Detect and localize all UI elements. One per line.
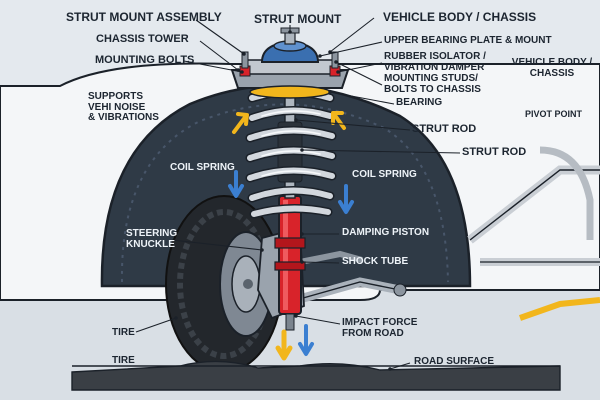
label-coil-spring-left: COIL SPRING bbox=[170, 162, 235, 173]
strut-mount bbox=[230, 27, 350, 99]
label-bearing: BEARING bbox=[396, 97, 443, 108]
label-rubber-isolator: RUBBER ISOLATOR / VIBRATION DAMPER bbox=[384, 51, 486, 73]
label-steering-knuckle-line2: KNUCKLE bbox=[126, 238, 175, 250]
label-tire-lower: TIRE bbox=[112, 355, 135, 366]
label-mounting-studs: MOUNTING STUDS/ BOLTS TO CHASSIS bbox=[384, 73, 481, 95]
tire bbox=[165, 195, 283, 373]
label-rubber-isolator-line2: VIBRATION DAMPER bbox=[384, 61, 485, 73]
leader-lines bbox=[135, 17, 461, 371]
label-vehicle-body-chassis-side-line2: CHASSIS bbox=[529, 67, 575, 79]
label-strut-mount-assembly: STRUT MOUNT ASSEMBLY bbox=[66, 10, 222, 24]
label-vehicle-body-chassis-side: VEHICLE BODY / CHASSIS bbox=[511, 57, 593, 79]
wheel-well-liner bbox=[120, 103, 449, 283]
label-vehicle-body-chassis-top: VEHICLE BODY / CHASSIS bbox=[383, 10, 537, 24]
label-upper-bearing-plate: UPPER BEARING PLATE & MOUNT bbox=[384, 35, 552, 46]
label-tire-upper: TIRE bbox=[112, 327, 135, 338]
label-vehicle-body-chassis-side-line1: VEHICLE BODY / bbox=[511, 57, 593, 68]
label-strut-mount: STRUT MOUNT bbox=[254, 12, 342, 26]
label-steering-knuckle-line1: STEERING bbox=[126, 228, 178, 239]
label-impact-force-line2: FROM ROAD bbox=[342, 327, 404, 339]
label-damping-piston: DAMPING PISTON bbox=[342, 227, 430, 238]
force-arrows bbox=[228, 111, 354, 361]
label-supports-line2: VEHI NOISE bbox=[88, 101, 146, 113]
chassis-frame bbox=[467, 146, 600, 321]
label-mounting-studs-line1: MOUNTING STUDS/ bbox=[384, 73, 478, 84]
label-road-surface: ROAD SURFACE bbox=[414, 356, 495, 367]
label-supports: SUPPORTS VEHI NOISE & VIBRATIONS bbox=[88, 91, 159, 124]
label-strut-rod-lower: STRUT ROD bbox=[462, 146, 527, 158]
label-impact-force: IMPACT FORCE FROM ROAD bbox=[342, 317, 418, 339]
label-chassis-tower: CHASSIS TOWER bbox=[96, 33, 189, 45]
label-supports-line1: SUPPORTS bbox=[88, 91, 144, 102]
label-supports-line3: & VIBRATIONS bbox=[88, 112, 159, 123]
label-strut-rod-upper: STRUT ROD bbox=[412, 123, 477, 135]
label-rubber-isolator-line1: RUBBER ISOLATOR / bbox=[384, 51, 486, 62]
label-pivot-point: PIVOT POINT bbox=[525, 109, 583, 119]
label-steering-knuckle: STEERING KNUCKLE bbox=[126, 228, 178, 250]
shock-absorber bbox=[274, 195, 306, 331]
label-mounting-studs-line2: BOLTS TO CHASSIS bbox=[384, 83, 481, 95]
lower-control-arm bbox=[294, 250, 407, 305]
label-impact-force-line1: IMPACT FORCE bbox=[342, 317, 418, 328]
label-shock-tube: SHOCK TUBE bbox=[342, 256, 409, 267]
label-coil-spring-right: COIL SPRING bbox=[352, 169, 417, 180]
label-mounting-bolts: MOUNTING BOLTS bbox=[95, 54, 195, 66]
